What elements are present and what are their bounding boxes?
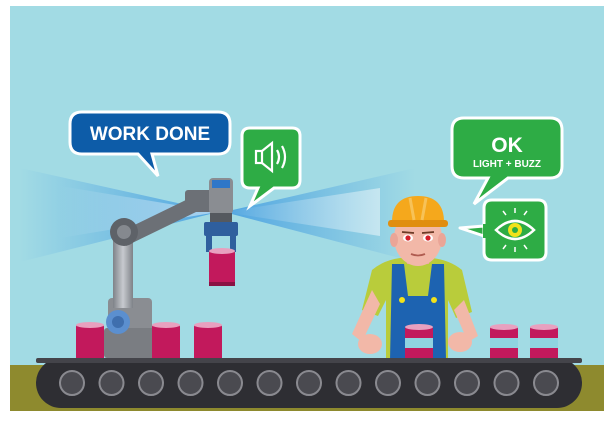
belt-wheel — [375, 370, 401, 396]
belt-wheel — [533, 370, 559, 396]
can — [76, 322, 104, 362]
belt-wheel — [454, 370, 480, 396]
belt-wheel — [296, 370, 322, 396]
worker-bubble-subtitle: LIGHT + BUZZ — [473, 159, 541, 170]
belt-wheel — [414, 370, 441, 396]
can — [152, 322, 180, 362]
speaker-icon — [254, 140, 287, 174]
belt-wheel — [98, 370, 125, 396]
belt-wheel — [177, 370, 204, 396]
robot-gripper — [204, 222, 238, 236]
cans-on-belt — [76, 322, 558, 362]
can — [194, 322, 222, 362]
eye-bubble — [458, 198, 548, 262]
belt-wheel — [256, 370, 283, 396]
belt-wheel — [493, 370, 520, 396]
belt-wheel — [335, 370, 362, 396]
belt-wheel — [138, 370, 164, 396]
worker-status-bubble: OK LIGHT + BUZZ — [450, 116, 564, 206]
labeled-can — [490, 324, 518, 362]
held-can — [209, 248, 235, 286]
robot-column — [113, 238, 133, 308]
conveyor-belt — [36, 358, 582, 408]
eye-icon — [494, 208, 536, 252]
labeled-can — [405, 324, 433, 362]
belt-wheel — [217, 370, 243, 396]
belt-wheel — [59, 370, 85, 396]
labeled-can — [530, 324, 558, 362]
robot-bubble-text: WORK DONE — [90, 124, 210, 145]
worker-helmet — [388, 196, 448, 227]
worker-bubble-title: OK — [491, 134, 523, 157]
speaker-bubble — [240, 126, 302, 211]
robot-speech-bubble: WORK DONE — [68, 110, 232, 178]
robot-arm — [104, 178, 238, 358]
robot-light-beams — [20, 168, 415, 262]
